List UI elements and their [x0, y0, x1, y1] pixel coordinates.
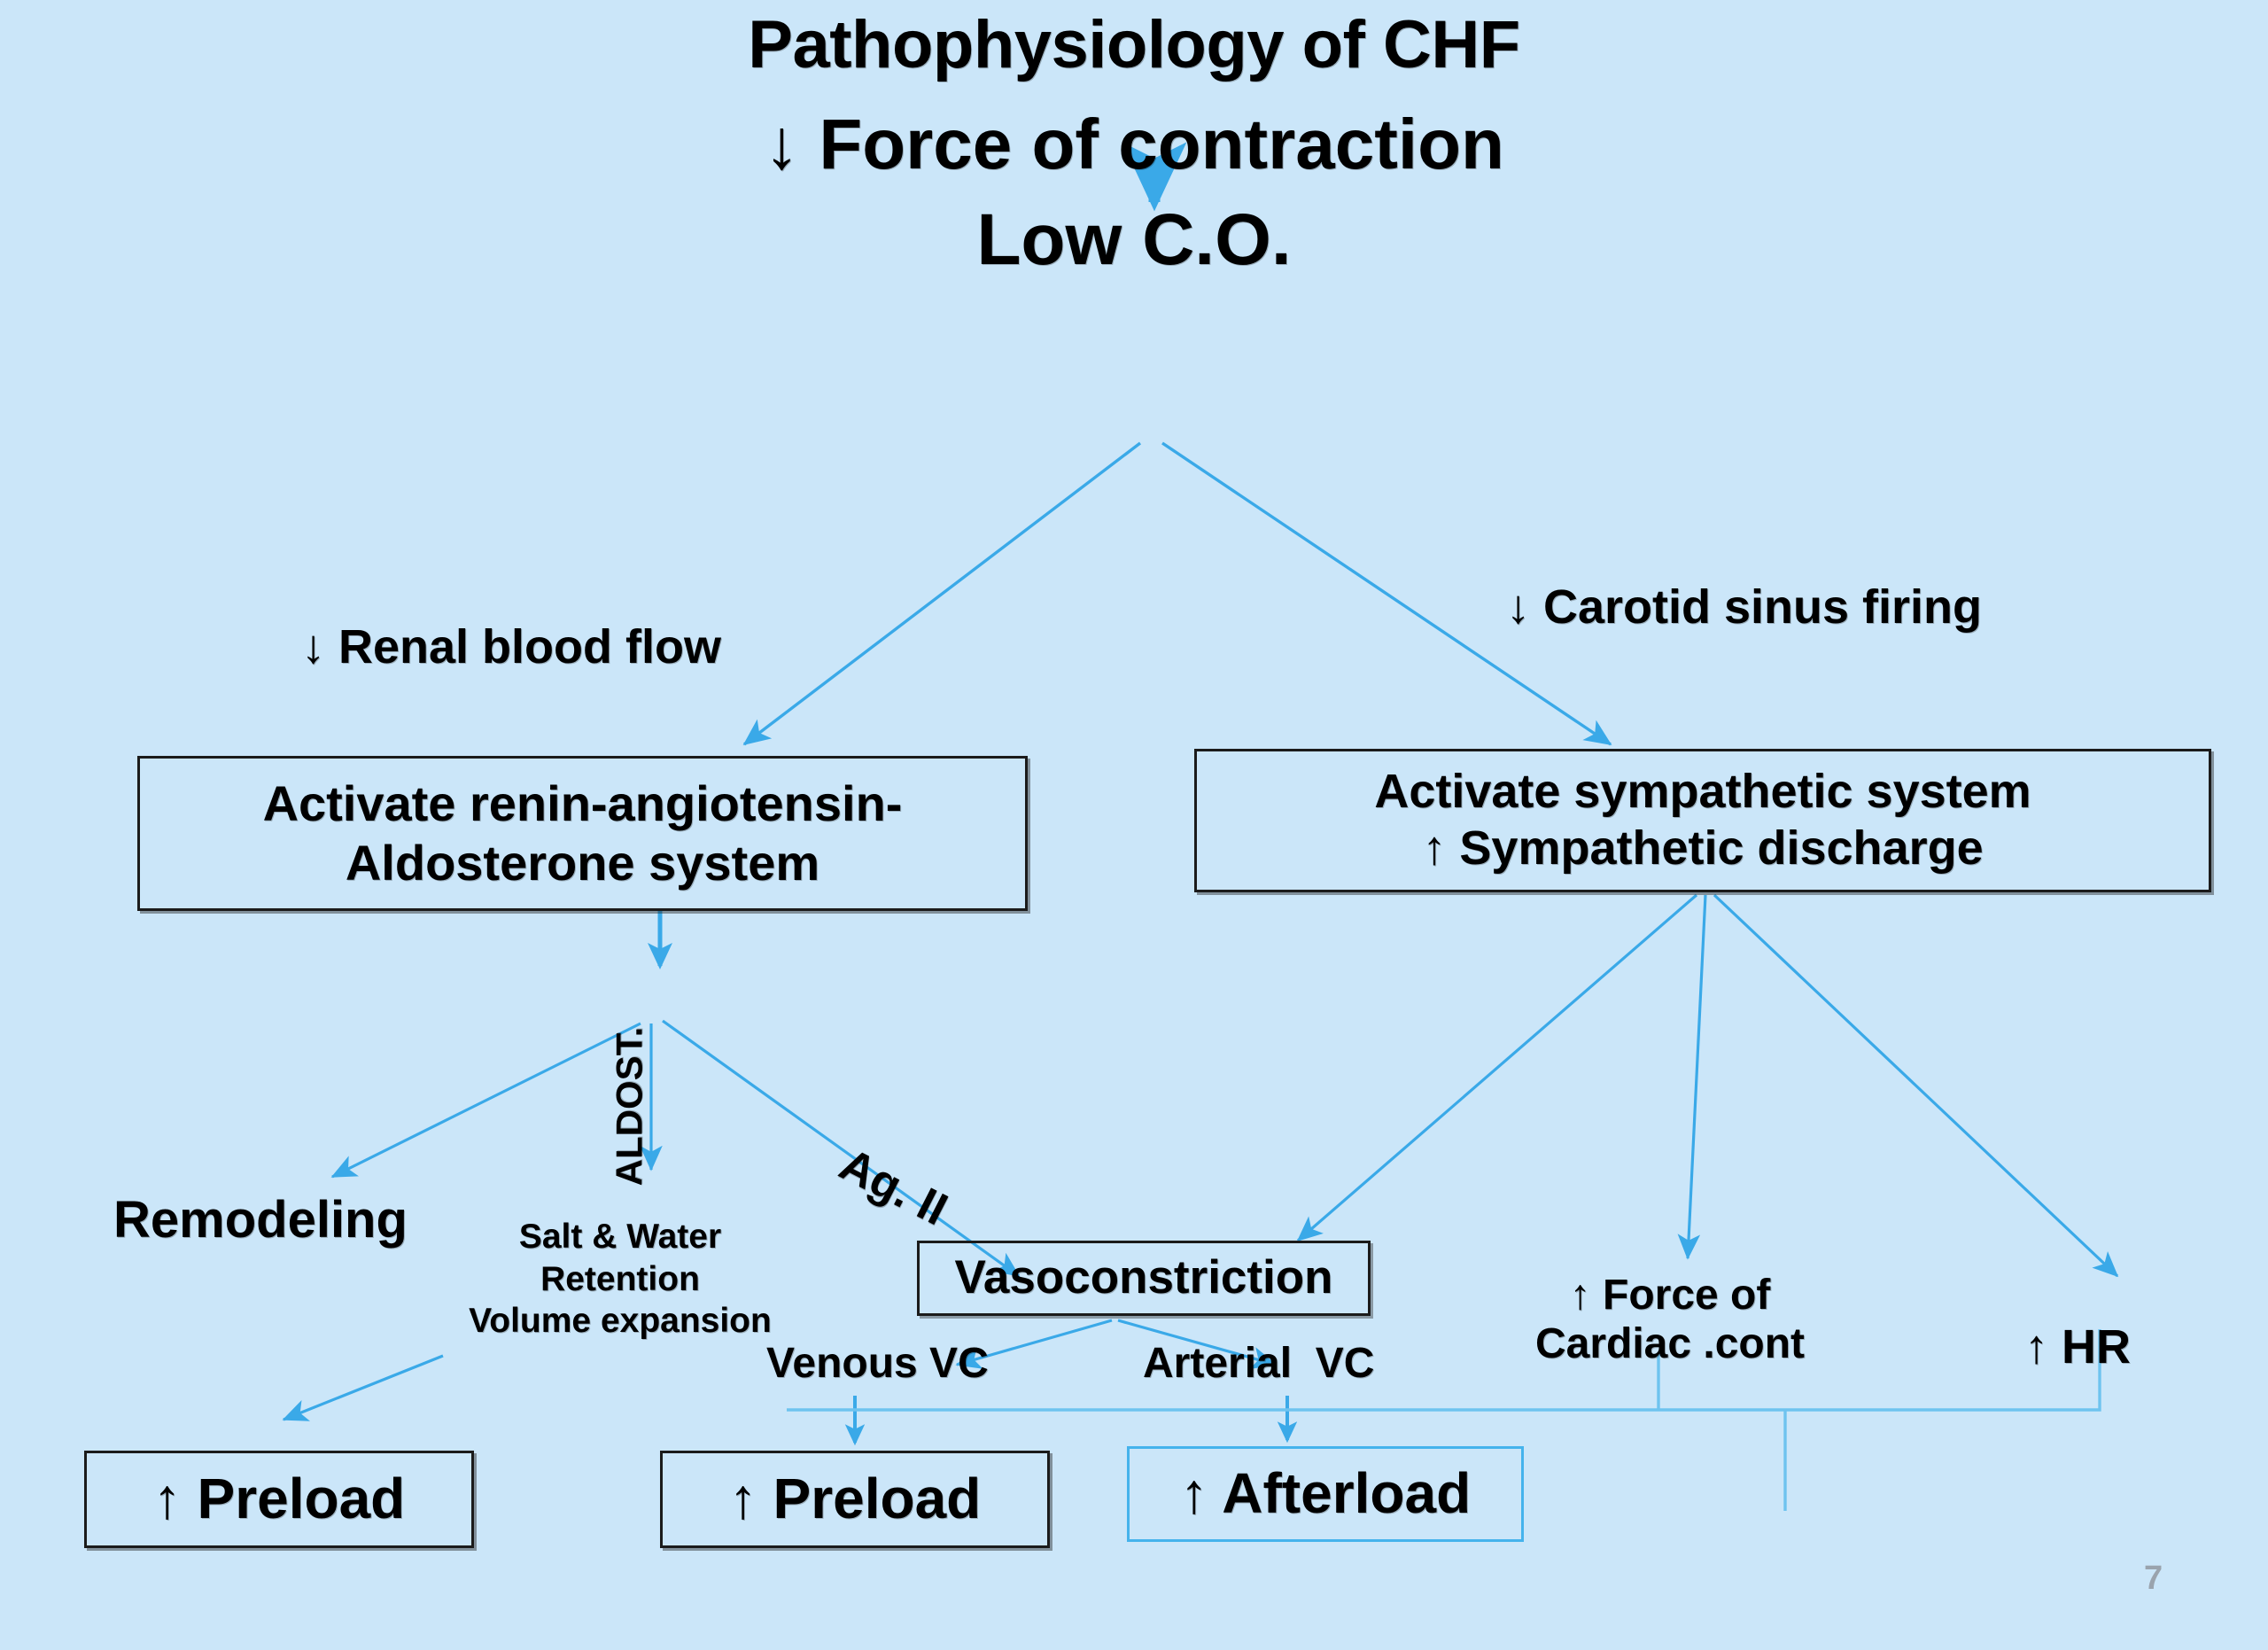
page-number: 7	[2144, 1560, 2163, 1597]
node-force-cardiac-contraction: ↑ Force of Cardiac .cont	[1534, 1272, 1806, 1367]
edge-raas-to-remodeling	[330, 1022, 641, 1179]
edge-saltwater-to-preload-left	[282, 1354, 444, 1421]
box-preload-middle[interactable]: ↑ Preload	[660, 1451, 1050, 1548]
node-remodeling: Remodeling	[113, 1191, 408, 1249]
node-venous-vc: Venous VC	[766, 1340, 989, 1387]
box-afterload[interactable]: ↑ Afterload	[1127, 1446, 1524, 1542]
page-title: Pathophysiology of CHF	[748, 7, 1520, 82]
node-force-of-contraction: ↓ Force of contraction	[764, 105, 1504, 183]
edge-sympathetic-to-force-cardiac	[1677, 894, 1707, 1260]
edge-sympathetic-to-vasoconstriction	[1296, 893, 1698, 1242]
node-arterial-vc: Arterial VC	[1143, 1340, 1375, 1387]
box-activate-sympathetic[interactable]: Activate sympathetic system ↑ Sympatheti…	[1194, 749, 2211, 892]
node-renal-blood-flow: ↓ Renal blood flow	[301, 620, 721, 673]
node-carotid-sinus-firing: ↓ Carotid sinus firing	[1506, 580, 1983, 634]
node-heart-rate: ↑ HR	[2024, 1320, 2131, 1374]
node-low-cardiac-output: Low C.O.	[976, 199, 1292, 280]
edge-label-angiotensin-ii: Ag. II	[831, 1139, 956, 1236]
edge-label-aldosterone: ALDOST.	[608, 1026, 650, 1187]
box-vasoconstriction[interactable]: Vasoconstriction	[917, 1241, 1371, 1316]
edge-lowco-to-raas	[742, 441, 1142, 746]
edge-sympathetic-to-hr	[1713, 893, 2119, 1278]
node-salt-water-retention: Salt & Water Retention Volume expansion	[469, 1218, 772, 1341]
box-activate-raas[interactable]: Activate renin-angiotensin- Aldosterone …	[137, 756, 1028, 911]
box-preload-left[interactable]: ↑ Preload	[84, 1451, 474, 1548]
